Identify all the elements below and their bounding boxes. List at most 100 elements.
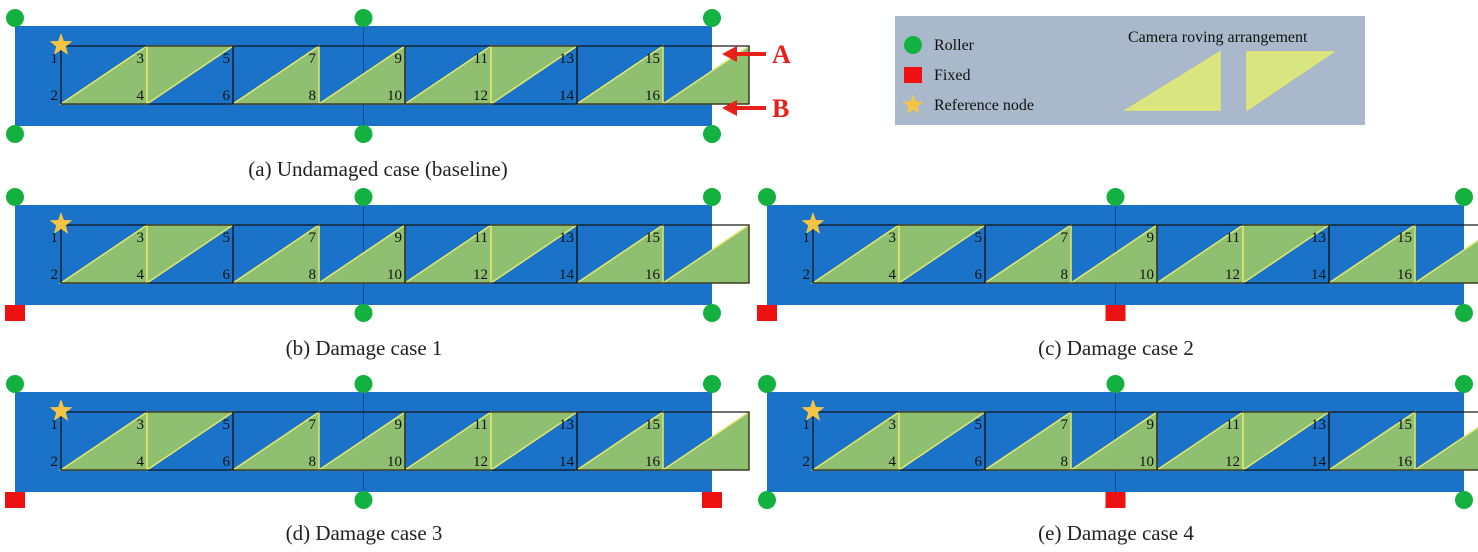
roller-support	[1455, 188, 1473, 206]
panel-caption: (a) Undamaged case (baseline)	[248, 157, 507, 181]
node-label: 10	[1139, 267, 1154, 283]
node-label: 3	[889, 230, 897, 246]
node-label: 6	[223, 454, 231, 470]
node-label: 4	[137, 454, 145, 470]
node-label: 12	[473, 267, 488, 283]
node-label: 1	[51, 51, 59, 67]
arrow-head-icon	[722, 100, 737, 116]
node-label: 9	[395, 230, 403, 246]
node-label: 15	[645, 51, 660, 67]
node-label: 6	[975, 267, 983, 283]
node-label: 8	[1061, 454, 1069, 470]
node-label: 16	[645, 454, 661, 470]
node-label: 5	[223, 230, 231, 246]
node-label: 13	[1311, 230, 1326, 246]
node-label: 8	[1061, 267, 1069, 283]
roller-support	[354, 304, 373, 322]
node-label: 10	[1139, 454, 1154, 470]
node-label: 3	[889, 417, 897, 433]
sensor-grid-box	[576, 45, 750, 105]
node-label: 2	[51, 88, 59, 104]
node-label: 7	[309, 230, 317, 246]
node-label: 2	[51, 454, 59, 470]
reference-node-star	[49, 212, 73, 234]
fixed-support	[757, 305, 777, 321]
node-label: 5	[975, 417, 983, 433]
node-label: 7	[309, 417, 317, 433]
roller-support	[703, 375, 721, 393]
node-label: 1	[51, 417, 59, 433]
node-label: 9	[395, 51, 403, 67]
node-label: 2	[803, 454, 811, 470]
sensor-grid-box	[576, 224, 750, 284]
node-label: 12	[1225, 454, 1240, 470]
legend-title: Camera roving arrangement	[1128, 29, 1308, 46]
roller-support	[6, 125, 24, 143]
panel-caption: (b) Damage case 1	[286, 336, 443, 360]
node-label: 6	[223, 88, 231, 104]
fixed-support	[5, 492, 25, 508]
node-label: 7	[1061, 417, 1069, 433]
arrow-label: B	[772, 94, 789, 123]
arrow-head-icon	[722, 46, 737, 62]
legend-item-label: Reference node	[934, 97, 1034, 114]
node-label: 14	[559, 88, 575, 104]
node-label: 10	[387, 88, 402, 104]
node-label: 1	[803, 230, 811, 246]
node-label: 15	[645, 417, 660, 433]
legend: Camera roving arrangement RollerFixedRef…	[895, 16, 1365, 125]
reference-node-star	[49, 33, 73, 55]
node-label: 12	[1225, 267, 1240, 283]
node-label: 11	[474, 230, 488, 246]
sensor-grid-box	[1328, 224, 1478, 284]
node-label: 15	[1397, 230, 1412, 246]
roller-support	[758, 375, 776, 393]
roller-support	[354, 375, 373, 393]
roller-support	[758, 188, 776, 206]
node-label: 9	[1147, 230, 1155, 246]
node-label: 9	[1147, 417, 1155, 433]
panel-caption: (d) Damage case 3	[286, 521, 443, 545]
roller-support	[354, 9, 373, 27]
node-label: 2	[803, 267, 811, 283]
node-label: 4	[137, 88, 145, 104]
node-label: 15	[1397, 417, 1412, 433]
roller-support	[1455, 304, 1473, 322]
legend-fixed-icon	[904, 67, 922, 83]
node-label: 4	[889, 267, 897, 283]
roller-support	[354, 125, 373, 143]
roller-support	[703, 304, 721, 322]
roller-support	[354, 188, 373, 206]
node-label: 6	[975, 454, 983, 470]
fixed-support	[5, 305, 25, 321]
legend-item-label: Roller	[934, 37, 975, 54]
node-label: 13	[559, 230, 574, 246]
node-label: 10	[387, 454, 402, 470]
roller-support	[6, 375, 24, 393]
panel-caption: (c) Damage case 2	[1038, 336, 1194, 360]
node-label: 1	[803, 417, 811, 433]
node-label: 1	[51, 230, 59, 246]
node-label: 14	[1311, 267, 1327, 283]
node-label: 3	[137, 51, 145, 67]
legend-triangle-left-icon	[1246, 51, 1336, 112]
node-label: 15	[645, 230, 660, 246]
node-label: 16	[645, 88, 661, 104]
node-label: 3	[137, 417, 145, 433]
node-label: 7	[309, 51, 317, 67]
reference-node-star	[49, 399, 73, 421]
node-label: 8	[309, 454, 317, 470]
node-label: 11	[474, 417, 488, 433]
legend-triangle-right-icon	[1123, 50, 1221, 111]
node-label: 16	[645, 267, 661, 283]
node-label: 9	[395, 417, 403, 433]
fixed-support	[702, 492, 722, 508]
node-label: 4	[889, 454, 897, 470]
roller-support	[354, 491, 373, 509]
